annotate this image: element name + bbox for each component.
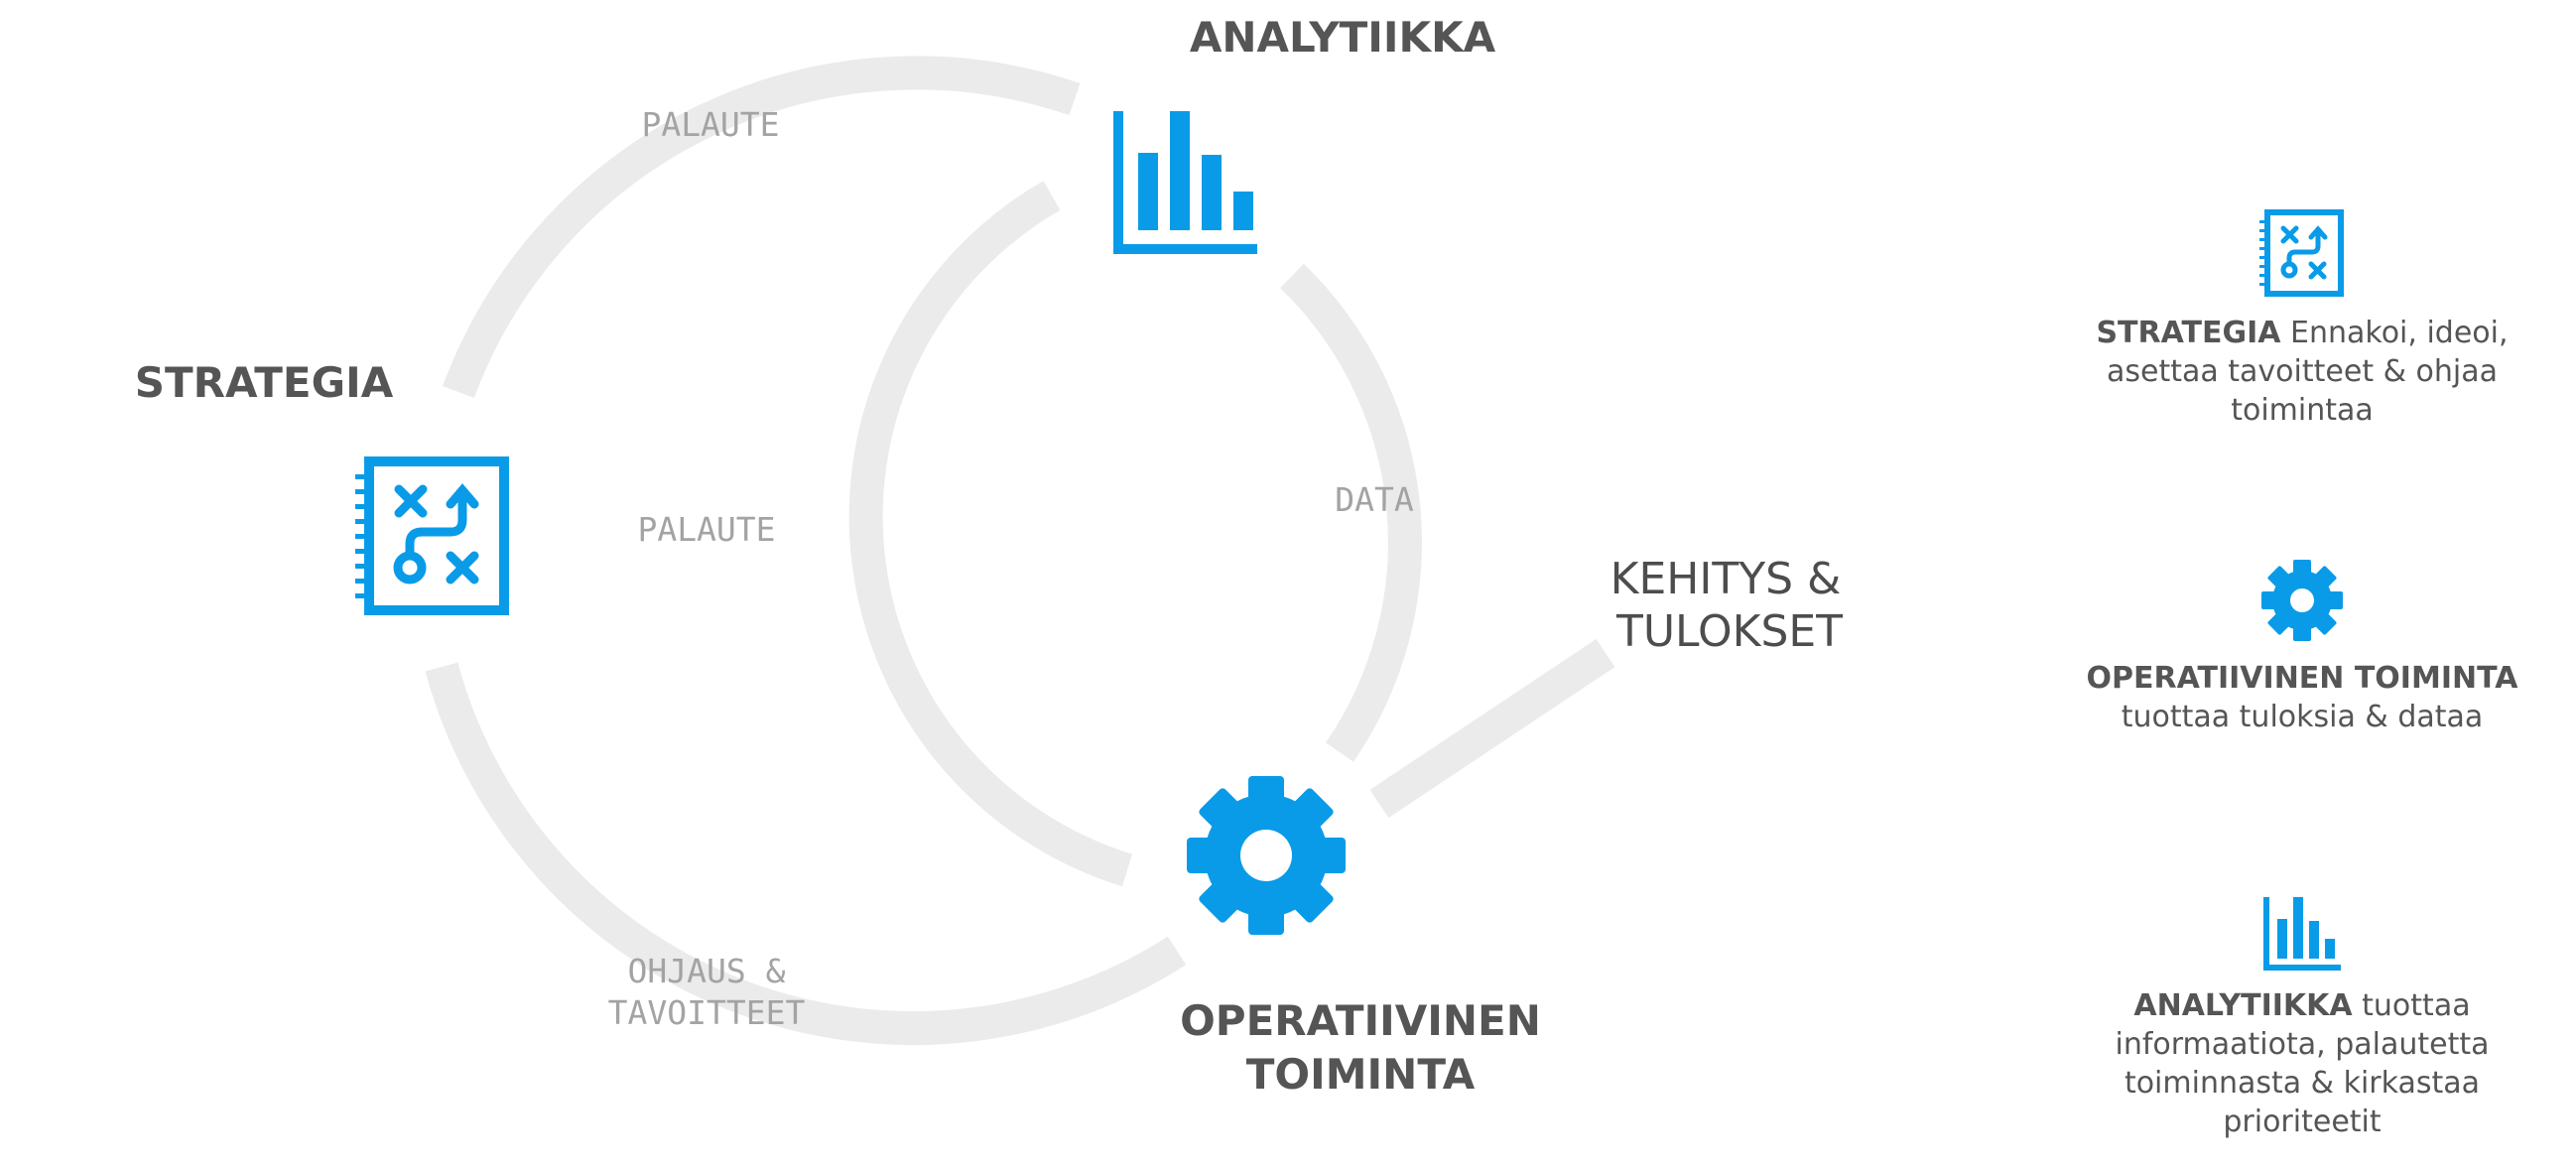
legend-strategy-title: STRATEGIA [2096, 316, 2281, 350]
outer-ring-top-arc [443, 56, 1081, 398]
legend-item-analytics: ANALYTIIKKA tuottaa informaatiota, palau… [2064, 893, 2540, 1141]
gear-icon [2261, 560, 2343, 641]
operations-node-label-line1: OPERATIIVINEN [1180, 996, 1541, 1045]
edge-label-guidance-line2: TAVOITTEET [608, 993, 806, 1032]
results-label-line2: TULOKSET [1615, 606, 1843, 657]
legend-analytics-title: ANALYTIIKKA [2133, 988, 2353, 1023]
analytics-bar-chart-icon [1113, 111, 1257, 254]
legend-item-strategy: STRATEGIA Ennakoi, ideoi, asettaa tavoit… [2064, 208, 2540, 430]
legend-operations-text: OPERATIIVINEN TOIMINTA tuottaa tuloksia … [2064, 659, 2540, 736]
edge-label-inner-feedback: PALAUTE [637, 510, 775, 549]
inner-ring-left-arc [848, 181, 1133, 887]
results-connector [1369, 638, 1615, 819]
legend-analytics-text: ANALYTIIKKA tuottaa informaatiota, palau… [2064, 986, 2540, 1141]
analytics-node-label: ANALYTIIKKA [1190, 13, 1496, 62]
bar-chart-icon [2263, 897, 2341, 971]
strategy-plan-icon [355, 456, 509, 615]
legend-strategy-text: STRATEGIA Ennakoi, ideoi, asettaa tavoit… [2064, 314, 2540, 430]
edge-label-data: DATA [1335, 480, 1414, 519]
outer-ring-bottom-arc [425, 662, 1187, 1045]
legend-item-operations: OPERATIIVINEN TOIMINTA tuottaa tuloksia … [2064, 556, 2540, 736]
operations-node-label-line2: TOIMINTA [1246, 1050, 1476, 1099]
edge-label-outer-feedback: PALAUTE [641, 105, 779, 144]
inner-ring-right-arc [1280, 263, 1422, 762]
legend-operations-title: OPERATIIVINEN TOIMINTA [2086, 661, 2518, 696]
strategy-plan-icon [2259, 209, 2344, 297]
legend-analytics-description: tuottaa informaatiota, palautetta toimin… [2115, 988, 2490, 1139]
legend-strategy-description: Ennakoi, ideoi, asettaa tavoitteet & ohj… [2106, 316, 2509, 428]
results-label-line1: KEHITYS & [1610, 554, 1842, 604]
strategy-node-label: STRATEGIA [135, 358, 394, 407]
edge-label-guidance-line1: OHJAUS & [628, 952, 786, 990]
legend-operations-description: tuottaa tuloksia & dataa [2121, 700, 2484, 734]
operations-gear-icon [1187, 776, 1346, 935]
